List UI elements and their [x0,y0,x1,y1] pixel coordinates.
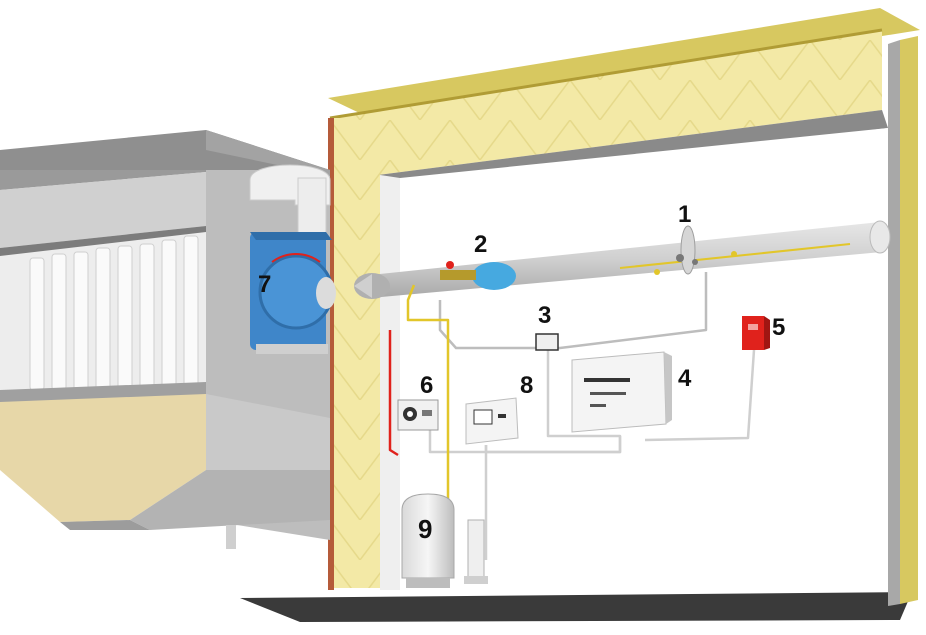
callout-1: 1 [678,201,692,228]
callout-8: 8 [520,372,534,399]
callout-2: 2 [474,231,488,258]
extinguishing-valve [440,261,516,290]
callout-7: 7 [258,271,272,298]
callout-6: 6 [420,372,434,399]
water-tank [401,493,488,588]
floor [240,592,912,622]
callout-4: 4 [678,365,692,392]
fan-unit [249,164,336,354]
alarm-unit [742,316,770,350]
signal-module [535,333,559,351]
callout-9: 9 [418,514,433,544]
callout-3: 3 [538,302,552,329]
control-panel [571,351,672,433]
spark-detector [676,225,698,275]
pump-unit [397,399,439,431]
water-control-box [465,397,519,445]
callout-5: 5 [772,314,786,341]
